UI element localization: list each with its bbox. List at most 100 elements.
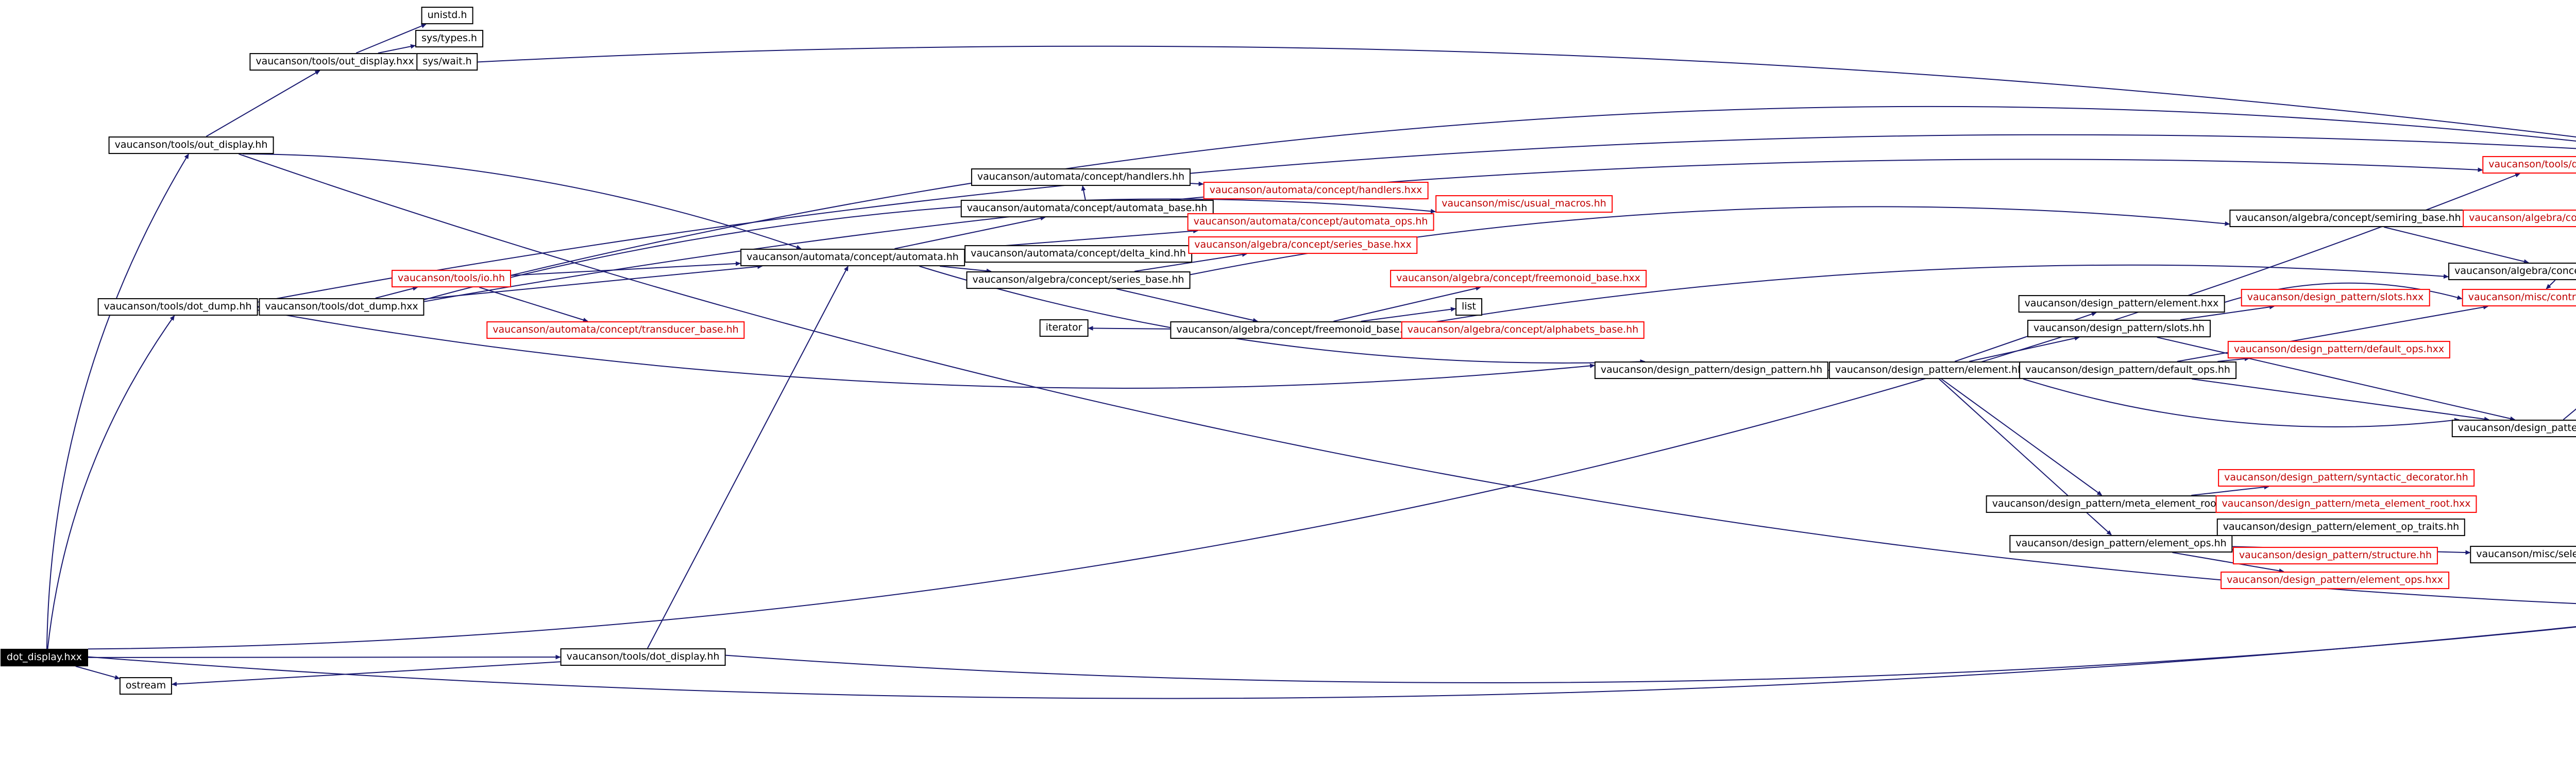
node-label: vaucanson/automata/concept/automata_base… <box>967 202 1208 214</box>
edge-element_hh-to-predecls_hh <box>2023 378 2460 427</box>
edge-monoid_base_hh-to-contract_hh <box>2546 280 2556 289</box>
edge-freemonoid_base_hh-to-freemonoid_base_hxx <box>1333 286 1481 322</box>
node-label: vaucanson/design_pattern/element.hxx <box>2024 298 2219 309</box>
graph-node-ostream[interactable]: ostream <box>119 677 173 695</box>
graph-node-design_pattern_hh[interactable]: vaucanson/design_pattern/design_pattern.… <box>1594 361 1829 379</box>
graph-node-alphabets_base_hh[interactable]: vaucanson/algebra/concept/alphabets_base… <box>1401 321 1645 339</box>
graph-node-delta_kind_hh[interactable]: vaucanson/automata/concept/delta_kind.hh <box>964 245 1192 263</box>
edge-io_hh-to-automata_hh <box>511 261 741 276</box>
graph-node-element_ops_hxx[interactable]: vaucanson/design_pattern/element_ops.hxx <box>2221 572 2449 589</box>
node-label: vaucanson/design_pattern/syntactic_decor… <box>2224 472 2468 483</box>
graph-node-syntactic_decorator_hh[interactable]: vaucanson/design_pattern/syntactic_decor… <box>2218 469 2475 487</box>
edge-out_display_hh-to-automata_hh <box>243 153 802 250</box>
node-label: vaucanson/design_pattern/default_ops.hxx <box>2233 343 2445 355</box>
graph-node-handlers_hxx[interactable]: vaucanson/automata/concept/handlers.hxx <box>1203 182 1429 199</box>
edge-slots_hh-to-slots_hxx <box>2180 304 2275 320</box>
node-label: vaucanson/design_pattern/meta_element_ro… <box>2222 498 2471 510</box>
node-label: vaucanson/algebra/concept/freemonoid_bas… <box>1396 272 1640 284</box>
graph-node-element_ops_hh[interactable]: vaucanson/design_pattern/element_ops.hh <box>2009 535 2233 552</box>
edge-handlers_hh-to-handlers_hxx <box>1190 181 1204 186</box>
edge-dot_dump_hxx-to-automata_hh <box>424 264 763 300</box>
graph-node-automata_base_hh[interactable]: vaucanson/automata/concept/automata_base… <box>960 200 1214 217</box>
graph-node-dot_dump_hxx[interactable]: vaucanson/tools/dot_dump.hxx <box>259 298 425 316</box>
edge-element_hh-to-meta_element_root_hh <box>1941 378 2103 496</box>
graph-node-series_base_hh[interactable]: vaucanson/algebra/concept/series_base.hh <box>966 271 1191 289</box>
graph-node-list_node[interactable]: list <box>1455 298 1482 316</box>
node-label: vaucanson/algebra/concept/semiring_base.… <box>2235 212 2461 224</box>
graph-node-default_ops_hxx[interactable]: vaucanson/design_pattern/default_ops.hxx <box>2227 341 2451 358</box>
graph-node-contract_hh[interactable]: vaucanson/misc/contract.hh <box>2462 289 2576 306</box>
graph-node-structure_hh[interactable]: vaucanson/design_pattern/structure.hh <box>2232 547 2438 564</box>
edge-default_ops_hh-to-default_ops_hxx <box>2217 356 2250 362</box>
node-label: vaucanson/algebra/concept/alphabets_base… <box>1407 324 1639 336</box>
node-label: vaucanson/automata/concept/delta_kind.hh <box>971 248 1186 260</box>
edge-semiring_base_hh-to-monoid_base_hh <box>2383 227 2529 264</box>
graph-node-sys_types_h[interactable]: sys/types.h <box>415 30 483 47</box>
edge-main-to-out_display_hh <box>46 153 189 649</box>
graph-node-freemonoid_base_hxx[interactable]: vaucanson/algebra/concept/freemonoid_bas… <box>1390 270 1647 287</box>
edge-automata_hh-to-automata_base_hh <box>894 216 1046 249</box>
graph-node-element_op_traits_hh[interactable]: vaucanson/design_pattern/element_op_trai… <box>2216 519 2466 536</box>
node-label: vaucanson/algebra/concept/series_base.hx… <box>1194 239 1412 251</box>
edge-element_hh-to-slots_hh <box>1969 336 2080 362</box>
graph-node-semiring_base_hxx[interactable]: vaucanson/algebra/concept/semiring_base.… <box>2463 210 2576 227</box>
graph-node-usual_macros_hh[interactable]: vaucanson/misc/usual_macros.hh <box>1435 195 1613 213</box>
graph-node-out_display_hxx[interactable]: vaucanson/tools/out_display.hxx <box>249 53 420 71</box>
edge-element_ops_hh-to-element_ops_hxx <box>2172 552 2284 573</box>
graph-node-freemonoid_base_hh[interactable]: vaucanson/algebra/concept/freemonoid_bas… <box>1170 321 1421 339</box>
edge-slots_hh-to-predecls_hh <box>2157 337 2516 421</box>
graph-node-dot_display_hh[interactable]: vaucanson/tools/dot_display.hh <box>560 648 726 666</box>
node-label: vaucanson/algebra/concept/freemonoid_bas… <box>1176 324 1415 336</box>
graph-node-meta_element_root_hxx[interactable]: vaucanson/design_pattern/meta_element_ro… <box>2215 495 2477 513</box>
edge-freemonoid_base_hh-to-list_node <box>1361 307 1456 322</box>
graph-node-main: dot_display.hxx <box>1 649 88 666</box>
edge-main-to-dot_dump_hh <box>47 315 175 649</box>
graph-node-monoid_base_hh[interactable]: vaucanson/algebra/concept/monoid_base.hh <box>2448 263 2576 280</box>
node-label: vaucanson/design_pattern/predecls.hh <box>2458 422 2576 434</box>
graph-node-automata_hh[interactable]: vaucanson/automata/concept/automata.hh <box>740 249 965 266</box>
node-label: vaucanson/automata/concept/handlers.hxx <box>1209 184 1422 196</box>
graph-node-transducer_base_hh[interactable]: vaucanson/automata/concept/transducer_ba… <box>486 321 745 339</box>
graph-node-automata_ops_hh[interactable]: vaucanson/automata/concept/automata_ops.… <box>1187 213 1434 231</box>
graph-node-unistd_h[interactable]: unistd.h <box>421 7 473 24</box>
graph-node-out_display_hh[interactable]: vaucanson/tools/out_display.hh <box>108 136 274 154</box>
edge-dot_dump_hxx-to-io_hh <box>375 286 418 299</box>
graph-node-dot_dump_hh[interactable]: vaucanson/tools/dot_dump.hh <box>97 298 258 316</box>
graph-node-element_hxx[interactable]: vaucanson/design_pattern/element.hxx <box>2018 295 2225 313</box>
graph-node-semiring_base_hh[interactable]: vaucanson/algebra/concept/semiring_base.… <box>2229 210 2467 227</box>
node-label: vaucanson/tools/dot_dump.hxx <box>265 301 418 313</box>
edge-out_display_hxx-to-unistd_h <box>355 24 427 54</box>
graph-node-io_hh[interactable]: vaucanson/tools/io.hh <box>392 270 511 287</box>
graph-node-slots_hh[interactable]: vaucanson/design_pattern/slots.hh <box>2027 320 2211 337</box>
graph-node-dot_format_hh[interactable]: vaucanson/tools/dot_format.hh <box>2482 156 2576 174</box>
graph-node-selectors_hh[interactable]: vaucanson/misc/selectors.hh <box>2470 546 2576 563</box>
node-label: list <box>1462 301 1476 313</box>
edge-dot_dump_hh-to-iostream <box>258 134 2576 303</box>
node-label: sys/wait.h <box>422 56 472 67</box>
node-label: vaucanson/misc/selectors.hh <box>2476 548 2576 560</box>
graph-node-slots_hxx[interactable]: vaucanson/design_pattern/slots.hxx <box>2241 289 2430 306</box>
graph-node-sys_wait_h[interactable]: sys/wait.h <box>416 53 478 71</box>
graph-node-element_hh[interactable]: vaucanson/design_pattern/element.hh <box>1828 361 2030 379</box>
graph-node-handlers_hh[interactable]: vaucanson/automata/concept/handlers.hh <box>971 168 1191 186</box>
edge-dot_dump_hxx-to-usual_macros_hh <box>424 198 1436 300</box>
node-label: vaucanson/design_pattern/structure.hh <box>2239 549 2432 561</box>
edge-default_ops_hh-to-contract_hh <box>2177 305 2489 362</box>
graph-node-default_ops_hh[interactable]: vaucanson/design_pattern/default_ops.hh <box>2019 361 2236 379</box>
edge-dot_display_hh-to-string <box>725 626 2576 683</box>
node-label: vaucanson/tools/out_display.hxx <box>256 56 414 67</box>
graph-node-iterator[interactable]: iterator <box>1039 319 1089 337</box>
graph-node-series_base_hxx[interactable]: vaucanson/algebra/concept/series_base.hx… <box>1188 236 1418 254</box>
node-label: vaucanson/design_pattern/element_ops.hxx <box>2227 574 2443 586</box>
node-label: vaucanson/design_pattern/element_ops.hh <box>2015 538 2227 549</box>
edge-dot_display_hh-to-automata_hh <box>647 266 849 649</box>
edge-meta_element_root_hh-to-syntactic_decorator_hh <box>2191 485 2269 496</box>
node-label: vaucanson/design_pattern/meta_element_ro… <box>1992 498 2236 510</box>
node-label: vaucanson/tools/dot_format.hh <box>2488 159 2576 170</box>
edge-automata_hh-to-series_base_hh <box>940 266 992 273</box>
edge-automata_hh-to-design_pattern_hh <box>919 266 1646 364</box>
edge-freemonoid_base_hh-to-iterator <box>1088 325 1180 331</box>
graph-node-predecls_hh[interactable]: vaucanson/design_pattern/predecls.hh <box>2451 420 2576 437</box>
node-label: vaucanson/tools/out_display.hh <box>114 139 268 151</box>
graph-node-meta_element_root_hh[interactable]: vaucanson/design_pattern/meta_element_ro… <box>1986 495 2242 513</box>
